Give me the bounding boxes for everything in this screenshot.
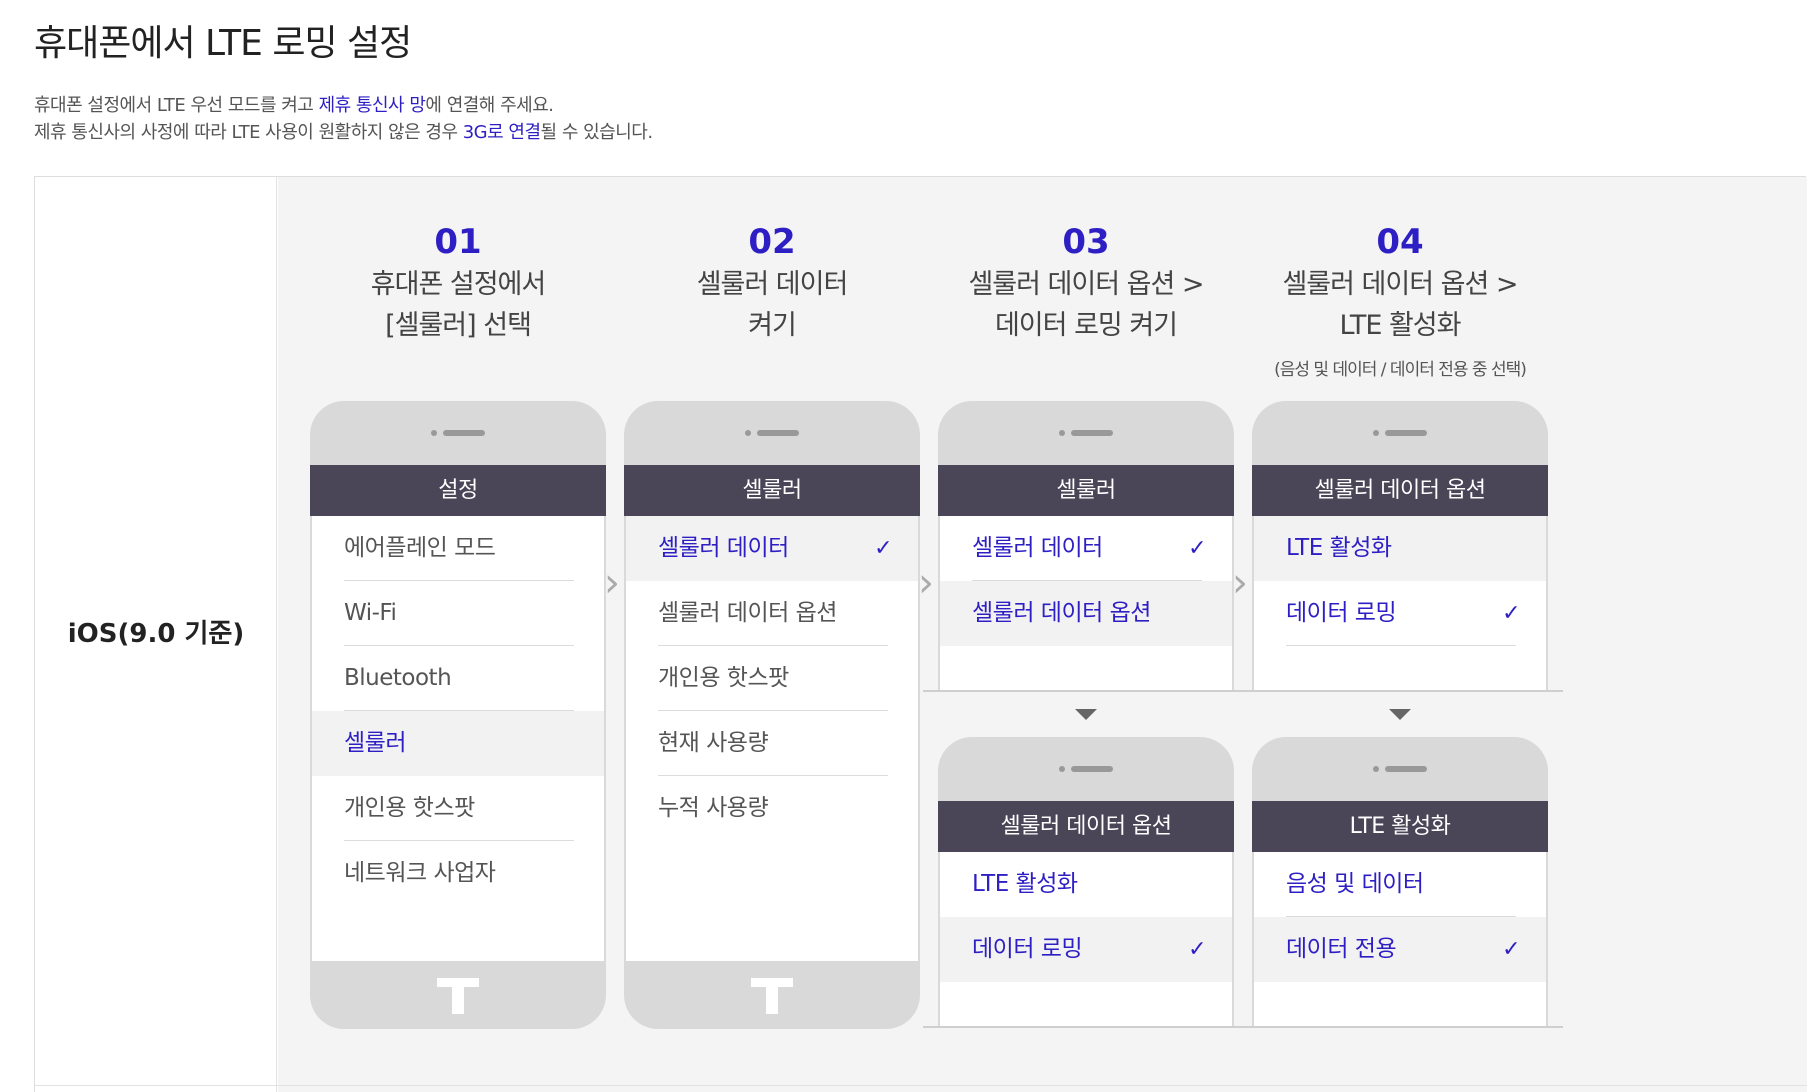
list-item-lte-enable: LTE 활성화	[972, 871, 1078, 897]
step-2-heading: 02 셀룰러 데이터 켜기	[592, 221, 952, 345]
chevron-right-icon: ›	[918, 560, 934, 606]
step-title-line: [셀룰러] 선택	[385, 310, 532, 341]
description-line-1: 휴대폰 설정에서 LTE 우선 모드를 켜고 제휴 통신사 망에 연결해 주세요…	[34, 92, 653, 119]
phone-mockup-data-options-top: 셀룰러 데이터 옵션 LTE 활성화 데이터 로밍 ✓	[1252, 401, 1548, 691]
check-icon: ✓	[1502, 601, 1520, 626]
chevron-right-icon: ›	[604, 560, 620, 606]
check-icon: ✓	[874, 536, 892, 561]
check-icon: ✓	[1502, 937, 1520, 962]
desc-text: 될 수 있습니다.	[540, 122, 654, 143]
list-item-carrier: 네트워크 사업자	[344, 860, 496, 886]
item-label: 셀룰러 데이터	[658, 535, 789, 561]
speaker-icon	[1059, 766, 1113, 772]
phone-screen: LTE 활성화 데이터 로밍 ✓	[1254, 516, 1546, 691]
phone-screen-title: 셀룰러	[624, 465, 920, 516]
step-number: 03	[1062, 222, 1110, 262]
item-label: 데이터 전용	[1286, 936, 1397, 962]
description: 휴대폰 설정에서 LTE 우선 모드를 켜고 제휴 통신사 망에 연결해 주세요…	[34, 92, 653, 146]
phone-mockup-cellular-top: 셀룰러 셀룰러 데이터 ✓ 셀룰러 데이터 옵션	[938, 401, 1234, 691]
phone-mockup-data-options: 셀룰러 데이터 옵션 LTE 활성화 데이터 로밍 ✓	[938, 737, 1234, 1027]
item-label: 데이터 로밍	[972, 936, 1083, 962]
step-number: 02	[748, 222, 796, 262]
step-title-line: 셀룰러 데이터 옵션 >	[968, 269, 1204, 300]
desc-highlight: 제휴 통신사 망	[318, 95, 426, 116]
phone-mockup-settings: 설정 에어플레인 모드 Wi-Fi Bluetooth 셀룰러 개인용 핫스팟 …	[310, 401, 606, 1029]
phone-screen-title: 셀룰러 데이터 옵션	[1252, 465, 1548, 516]
list-item-current-usage: 현재 사용량	[626, 711, 918, 776]
step-1-heading: 01 휴대폰 설정에서 [셀룰러] 선택	[278, 221, 638, 345]
item-label: 데이터 로밍	[1286, 600, 1397, 626]
step-title-line: 데이터 로밍 켜기	[994, 310, 1178, 341]
divider	[1237, 1026, 1563, 1028]
divider	[1237, 690, 1563, 692]
chevron-right-icon: ›	[1232, 560, 1248, 606]
list-item-hotspot: 개인용 핫스팟	[312, 776, 604, 841]
guide-table: iOS(9.0 기준) 01 휴대폰 설정에서 [셀룰러] 선택 02 셀룰러 …	[34, 176, 1807, 1092]
list-item-data-only: 데이터 전용 ✓	[1254, 917, 1546, 982]
speaker-icon	[1059, 430, 1113, 436]
list-item-bluetooth: Bluetooth	[312, 646, 604, 711]
triangle-down-icon	[1389, 709, 1411, 720]
step-title-line: 휴대폰 설정에서	[370, 269, 546, 300]
speaker-icon	[431, 430, 485, 436]
list-item-cellular-data-options: 셀룰러 데이터 옵션	[626, 581, 918, 646]
step-note: (음성 및 데이터 / 데이터 전용 중 선택)	[1274, 360, 1527, 380]
list-item-cellular-data: 셀룰러 데이터 ✓	[626, 516, 918, 581]
phone-screen-title: 셀룰러 데이터 옵션	[938, 801, 1234, 852]
t-logo-icon	[437, 978, 479, 1014]
check-icon: ✓	[1188, 937, 1206, 962]
os-column: iOS(9.0 기준)	[35, 177, 277, 1092]
phone-screen-title: 셀룰러	[938, 465, 1234, 516]
step-number: 04	[1376, 222, 1424, 262]
table-bottom-border	[35, 1085, 1807, 1086]
item-label: 셀룰러 데이터	[972, 535, 1103, 561]
list-item-data-roaming: 데이터 로밍 ✓	[940, 917, 1232, 982]
list-item-voice-and-data: 음성 및 데이터	[1254, 852, 1546, 917]
step-number: 01	[434, 222, 482, 262]
step-title-line: LTE 활성화	[1339, 310, 1462, 341]
steps-area: 01 휴대폰 설정에서 [셀룰러] 선택 02 셀룰러 데이터 켜기 03 셀룰…	[278, 177, 1807, 1092]
description-line-2: 제휴 통신사의 사정에 따라 LTE 사용이 원활하지 않은 경우 3G로 연결…	[34, 119, 653, 146]
desc-highlight: 3G로 연결	[462, 122, 541, 143]
divider	[923, 690, 1249, 692]
list-item-cumulative-usage: 누적 사용량	[658, 795, 769, 821]
phone-bottom-bezel	[624, 961, 920, 1029]
phone-screen: 셀룰러 데이터 ✓ 셀룰러 데이터 옵션 개인용 핫스팟 현재 사용량 누적 사용…	[626, 516, 918, 961]
list-item-data-roaming: 데이터 로밍 ✓	[1254, 581, 1546, 646]
speaker-icon	[745, 430, 799, 436]
phone-screen-title: 설정	[310, 465, 606, 516]
step-title-line: 켜기	[748, 310, 797, 341]
triangle-down-icon	[1075, 709, 1097, 720]
list-item-hotspot: 개인용 핫스팟	[626, 646, 918, 711]
phone-screen: 셀룰러 데이터 ✓ 셀룰러 데이터 옵션	[940, 516, 1232, 691]
phone-screen: LTE 활성화 데이터 로밍 ✓	[940, 852, 1232, 1027]
list-item-cellular-data: 셀룰러 데이터 ✓	[940, 516, 1232, 581]
check-icon: ✓	[1188, 536, 1206, 561]
phone-screen: 에어플레인 모드 Wi-Fi Bluetooth 셀룰러 개인용 핫스팟 네트워…	[312, 516, 604, 961]
desc-text: 제휴 통신사의 사정에 따라 LTE 사용이 원활하지 않은 경우	[34, 122, 463, 143]
list-item-wifi: Wi-Fi	[312, 581, 604, 646]
step-title-line: 셀룰러 데이터 옵션 >	[1282, 269, 1518, 300]
speaker-icon	[1373, 430, 1427, 436]
speaker-icon	[1373, 766, 1427, 772]
desc-text: 에 연결해 주세요.	[425, 95, 554, 116]
phone-bottom-bezel	[310, 961, 606, 1029]
step-4-heading: 04 셀룰러 데이터 옵션 > LTE 활성화 (음성 및 데이터 / 데이터 …	[1220, 221, 1580, 380]
phone-mockup-cellular: 셀룰러 셀룰러 데이터 ✓ 셀룰러 데이터 옵션 개인용 핫스팟 현재 사용량 누…	[624, 401, 920, 1029]
desc-text: 휴대폰 설정에서 LTE 우선 모드를 켜고	[34, 95, 319, 116]
divider	[923, 1026, 1249, 1028]
t-logo-icon	[751, 978, 793, 1014]
list-item-lte-enable: LTE 활성화	[1254, 516, 1546, 581]
phone-screen-title: LTE 활성화	[1252, 801, 1548, 852]
step-title-line: 셀룰러 데이터	[696, 269, 849, 300]
list-item-cellular-data-options: 셀룰러 데이터 옵션	[940, 581, 1232, 646]
step-3-heading: 03 셀룰러 데이터 옵션 > 데이터 로밍 켜기	[906, 221, 1266, 345]
page-title: 휴대폰에서 LTE 로밍 설정	[34, 23, 412, 64]
list-item-airplane-mode: 에어플레인 모드	[312, 516, 604, 581]
phone-screen: 음성 및 데이터 데이터 전용 ✓	[1254, 852, 1546, 1027]
phone-mockup-lte-enable: LTE 활성화 음성 및 데이터 데이터 전용 ✓	[1252, 737, 1548, 1027]
list-item-cellular: 셀룰러	[312, 711, 604, 776]
os-label: iOS(9.0 기준)	[67, 619, 245, 649]
